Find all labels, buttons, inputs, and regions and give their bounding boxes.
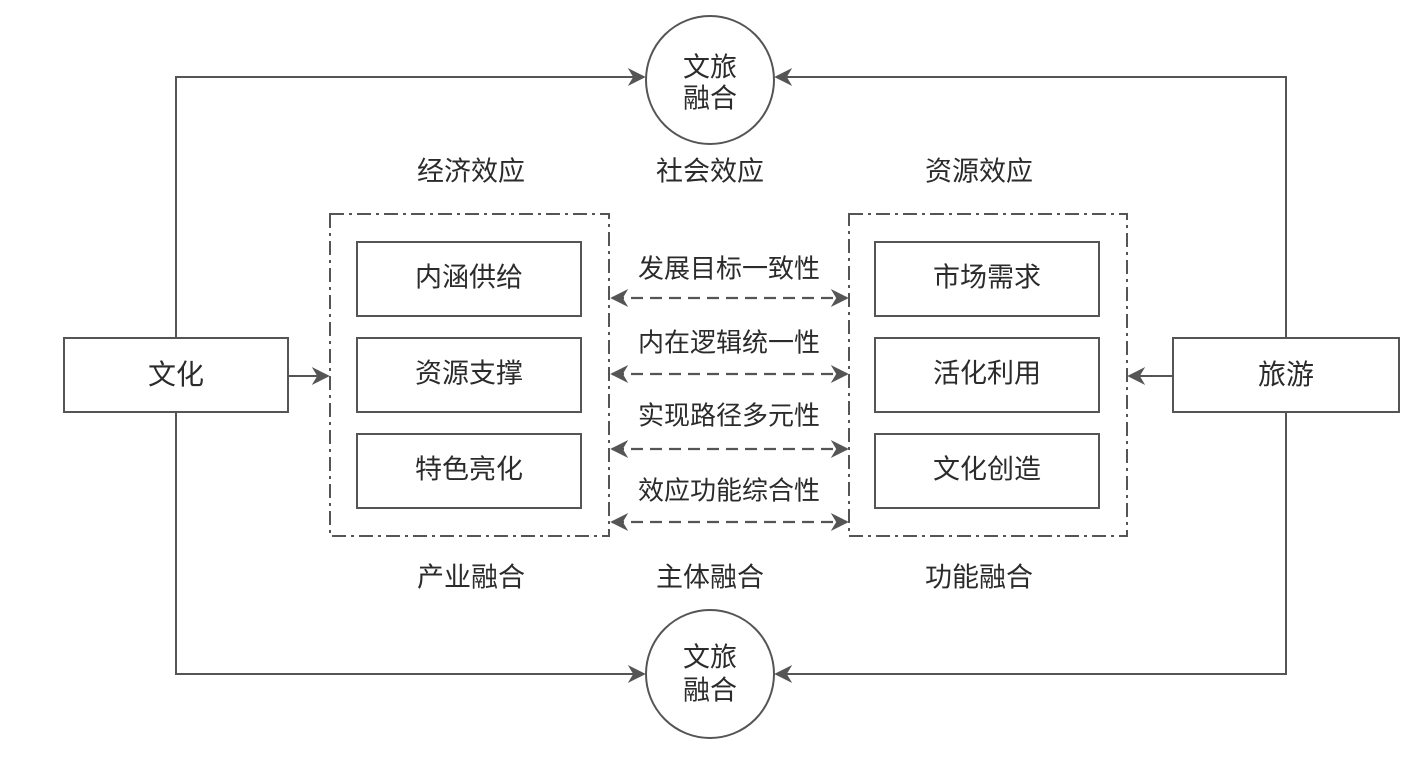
right-item-3-box xyxy=(874,433,1100,509)
link-label-3: 实现路径多元性 xyxy=(638,402,820,432)
link-label-1: 发展目标一致性 xyxy=(638,255,820,285)
right-item-1-box xyxy=(874,241,1100,317)
economic-effect-label: 经济效应 xyxy=(417,157,525,188)
link-arrows xyxy=(610,289,849,531)
outer-loop xyxy=(175,68,1287,683)
group-frames xyxy=(329,213,1128,537)
fusion-circle-top: 文旅 融合 xyxy=(645,15,775,145)
resource-effect-label: 资源效应 xyxy=(925,157,1033,188)
loop-tourism-to-top xyxy=(774,68,1287,338)
right-item-3-label: 文化创造 xyxy=(933,455,1041,486)
link-label-4: 效应功能综合性 xyxy=(638,477,820,507)
fusion-circle-top-shape xyxy=(645,15,775,145)
right-item-1-label: 市场需求 xyxy=(933,263,1041,294)
fusion-bottom-line1: 文旅 xyxy=(683,643,737,674)
fusion-circle-bottom: 文旅 融合 xyxy=(645,609,775,739)
left-item-1: 内涵供给 xyxy=(356,241,582,317)
loop-culture-to-bottom xyxy=(175,412,646,683)
left-item-2-label: 资源支撑 xyxy=(415,359,523,390)
left-item-1-label: 内涵供给 xyxy=(415,263,523,294)
left-item-1-box xyxy=(356,241,582,317)
fusion-circle-bottom-shape xyxy=(645,609,775,739)
left-item-2: 资源支撑 xyxy=(356,337,582,413)
right-item-1: 市场需求 xyxy=(874,241,1100,317)
loop-culture-to-top xyxy=(175,68,646,338)
function-fusion-label: 功能融合 xyxy=(925,563,1033,594)
right-item-2-box xyxy=(874,337,1100,413)
culture-box: 文化 xyxy=(63,337,289,413)
subject-fusion-label: 主体融合 xyxy=(656,563,764,594)
right-item-2: 活化利用 xyxy=(874,337,1100,413)
tourism-label: 旅游 xyxy=(1258,358,1314,391)
industry-fusion-label: 产业融合 xyxy=(417,563,525,594)
fusion-top-line1: 文旅 xyxy=(683,53,737,84)
right-item-2-label: 活化利用 xyxy=(933,359,1041,390)
culture-box-shape xyxy=(63,337,289,413)
culture-label: 文化 xyxy=(148,358,204,391)
link-label-2: 内在逻辑统一性 xyxy=(638,329,820,359)
tourism-box: 旅游 xyxy=(1172,337,1400,413)
social-effect-label: 社会效应 xyxy=(656,157,764,188)
left-group-frame xyxy=(329,213,610,537)
left-item-3-label: 特色亮化 xyxy=(415,455,523,486)
left-item-3: 特色亮化 xyxy=(356,433,582,509)
left-item-3-box xyxy=(356,433,582,509)
left-item-2-box xyxy=(356,337,582,413)
right-item-3: 文化创造 xyxy=(874,433,1100,509)
fusion-top-line2: 融合 xyxy=(683,84,737,115)
loop-tourism-to-bottom xyxy=(774,412,1287,683)
right-group-frame xyxy=(848,213,1128,537)
fusion-bottom-line2: 融合 xyxy=(683,676,737,707)
tourism-box-shape xyxy=(1172,337,1400,413)
